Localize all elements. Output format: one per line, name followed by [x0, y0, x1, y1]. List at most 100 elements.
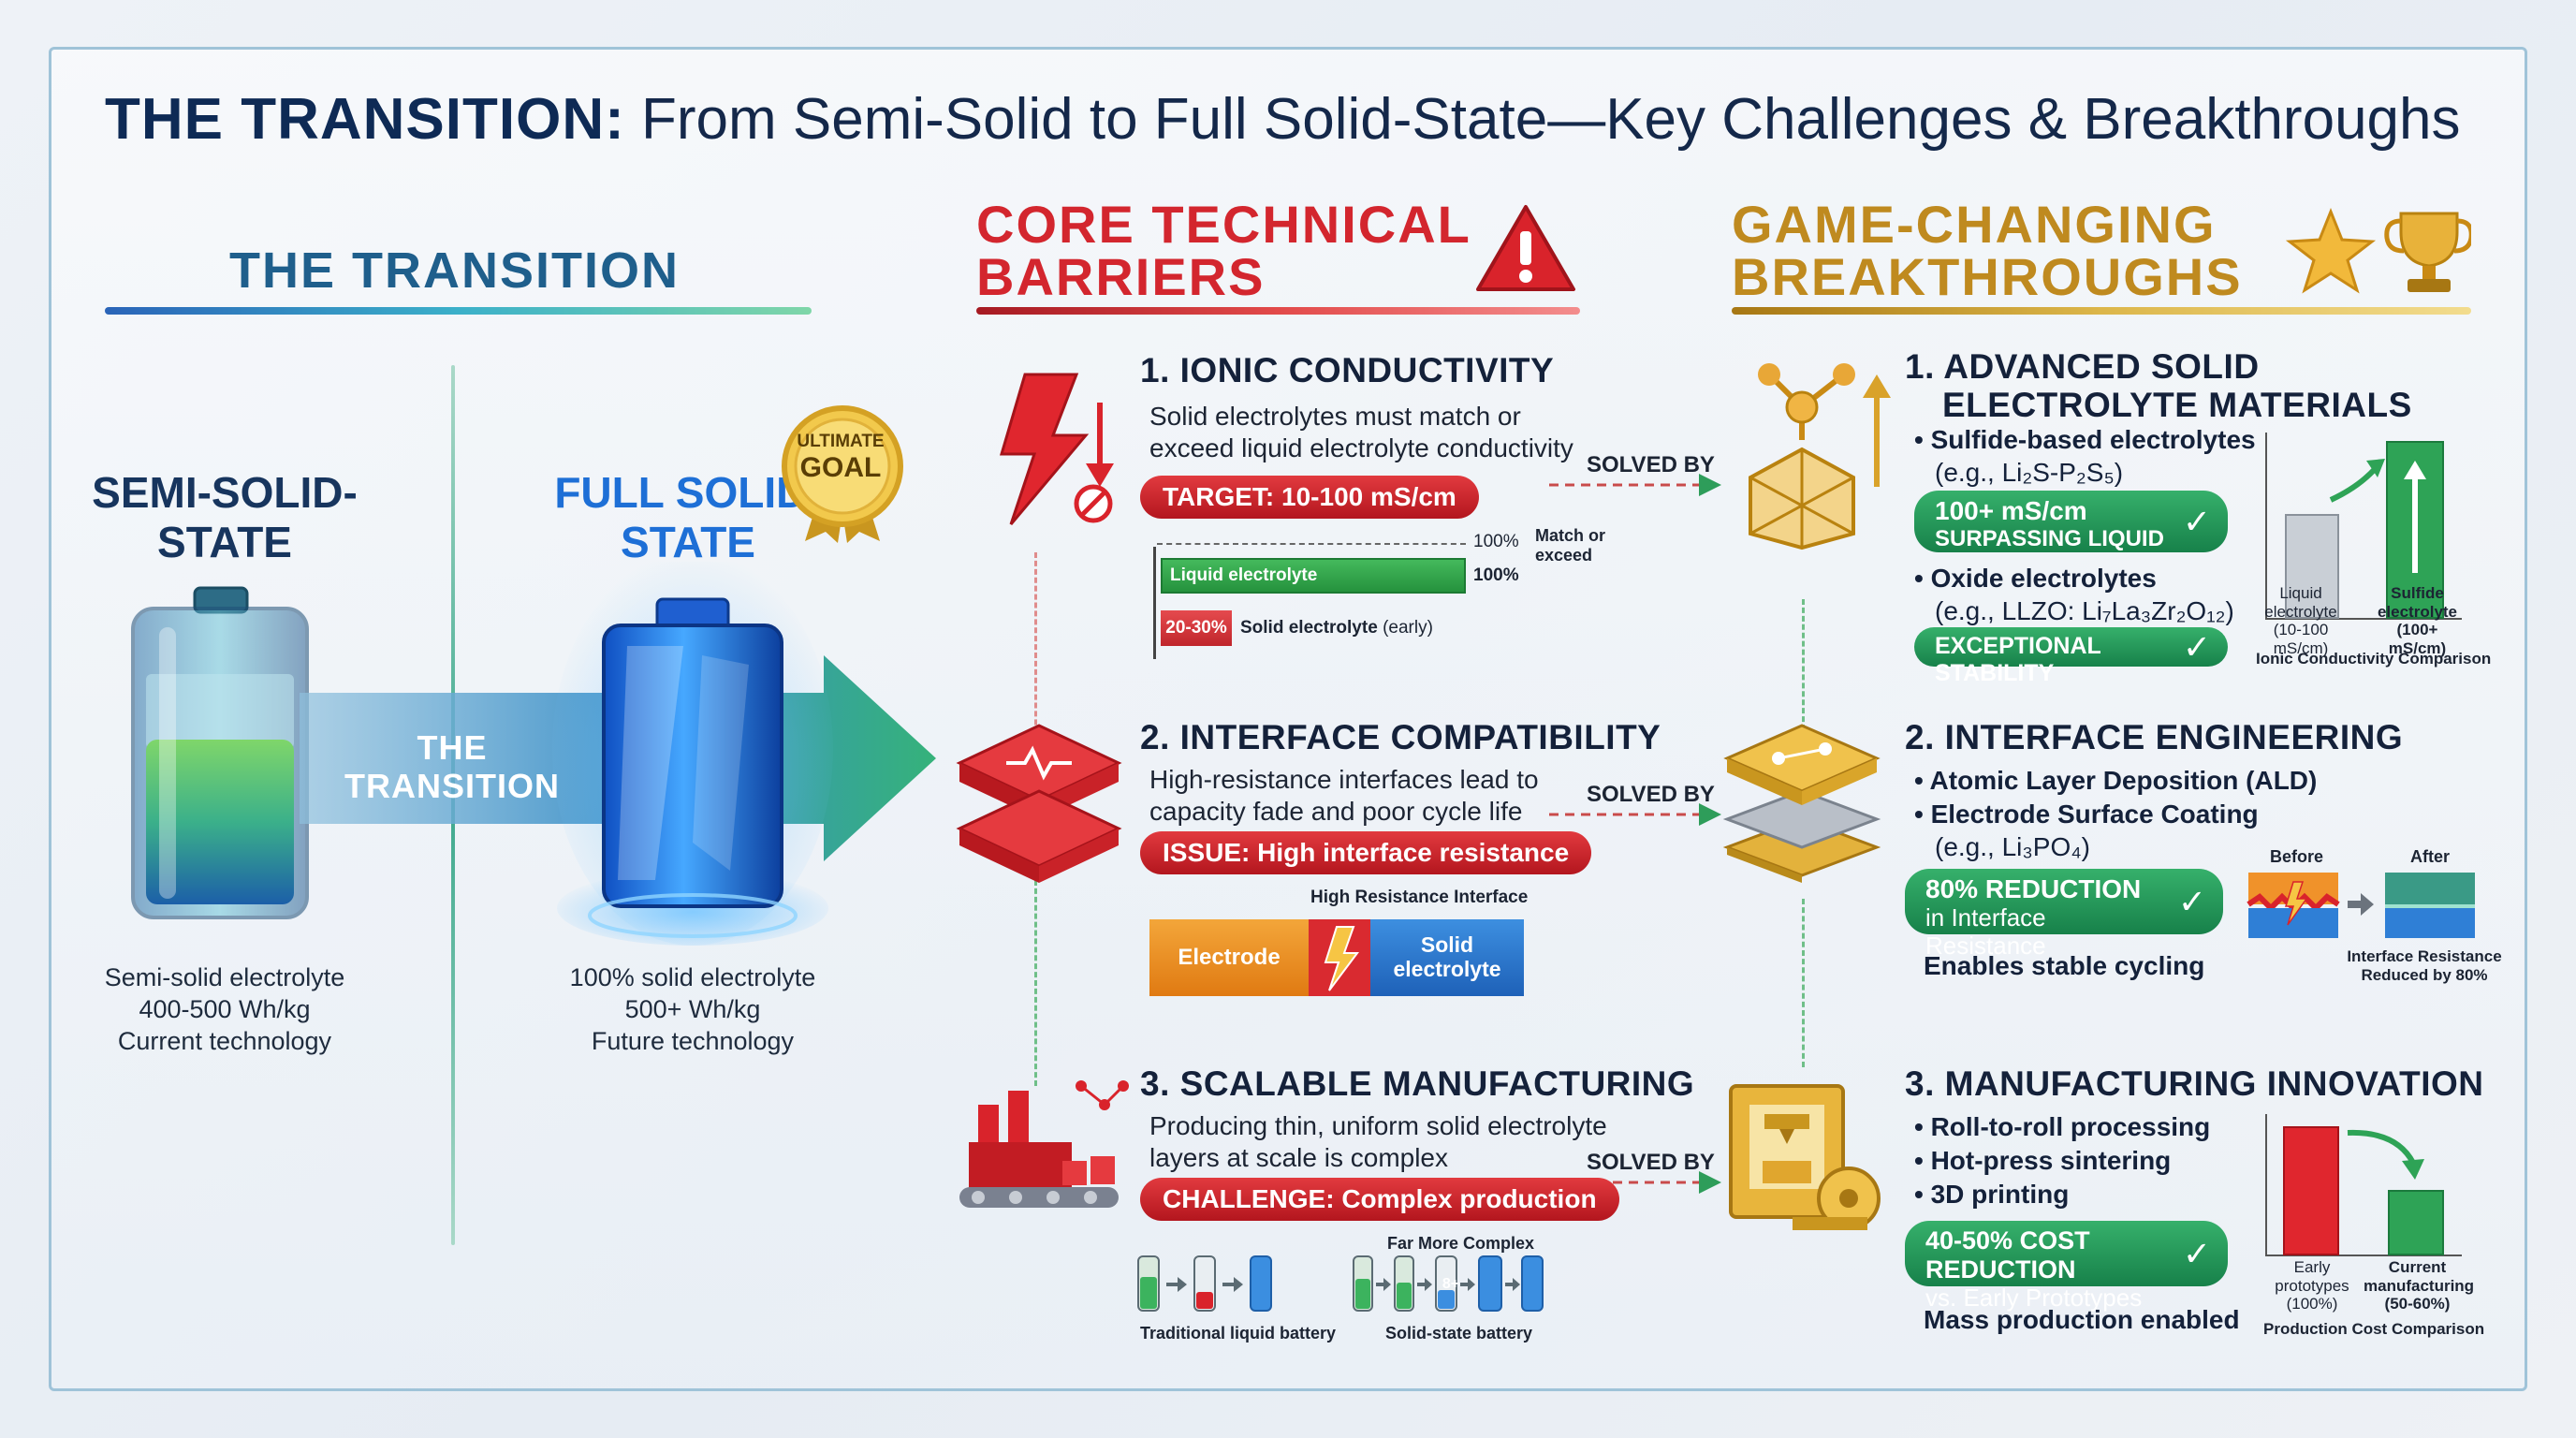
- interface-resistance-caption: Interface Resistance Reduced by 80%: [2340, 947, 2509, 984]
- barrier-connector: [1034, 552, 1037, 758]
- bullet-main: • Sulfide-based electrolytes: [1914, 425, 2256, 454]
- 3d-printer-icon: [1729, 1084, 1881, 1230]
- barriers-header: CORE TECHNICAL BARRIERS: [976, 198, 1538, 303]
- pill-line: SURPASSING LIQUID: [1935, 526, 2164, 552]
- breakthrough-3-cost-pill: 40-50% COST REDUCTION vs. Early Prototyp…: [1905, 1221, 2228, 1312]
- after-label: After: [2410, 847, 2451, 866]
- title-rest: From Semi-Solid to Full Solid-State—Key …: [640, 87, 2461, 152]
- breakthroughs-header-line2: BREAKTHROUGHS: [1732, 247, 2243, 306]
- liquid-battery-steps: [1137, 1255, 1272, 1312]
- barrier-connector: [1034, 880, 1037, 1086]
- cost-chart-caption: Production Cost Comparison: [2263, 1320, 2485, 1338]
- barrier-2-issue-pill: ISSUE: High interface resistance: [1140, 831, 1592, 874]
- far-more-complex-label: Far More Complex: [1387, 1234, 1535, 1253]
- liquid-electrolyte-bar: [2285, 514, 2339, 619]
- ultimate-goal-badge: ULTIMATE GOAL: [784, 432, 897, 483]
- breakthrough-2-bullet: • Electrode Surface Coating (e.g., Li₃PO…: [1914, 798, 2259, 863]
- dashed-pct: 100%: [1473, 532, 1519, 551]
- interface-coating-icon: [1722, 724, 1881, 883]
- star-trophy-icon: [2285, 207, 2471, 294]
- breakthrough-2-title: 2. INTERFACE ENGINEERING: [1905, 718, 2404, 756]
- breakthrough-1-title-line: 1. ADVANCED SOLID: [1905, 347, 2260, 386]
- barriers-header-line2: BARRIERS: [976, 247, 1266, 306]
- current-bar-label: Current manufacturing (50-60%): [2364, 1258, 2475, 1313]
- breakthroughs-header-line1: GAME-CHANGING: [1732, 195, 2217, 254]
- production-cost-chart-svg: [2283, 1126, 2444, 1255]
- warning-icon: [1476, 205, 1575, 291]
- breakthrough-2-note: Enables stable cycling: [1924, 951, 2205, 980]
- barrier-2-desc: High-resistance interfaces lead to capac…: [1149, 764, 1539, 827]
- breakthrough-3-note: Mass production enabled: [1924, 1305, 2240, 1334]
- increase-arrow-icon: [2329, 465, 2378, 503]
- solid-battery-steps: [1353, 1255, 1544, 1312]
- bullet-sub: (e.g., Li₂S-P₂S₅): [1935, 458, 2124, 487]
- solid-electrolyte-block: Solid electrolyte: [1370, 919, 1524, 996]
- label-line: manufacturing: [2364, 1276, 2475, 1295]
- page-title: THE TRANSITION: From Semi-Solid to Full …: [105, 86, 2501, 153]
- crystal-structure-icon: [1749, 363, 1891, 550]
- breakthrough-3-bullet: • Hot-press sintering: [1914, 1146, 2172, 1175]
- caption-line: Reduced by 80%: [2361, 965, 2488, 984]
- electrode-block: Electrode: [1149, 919, 1309, 996]
- pill-line: 40-50% COST REDUCTION: [1925, 1226, 2090, 1284]
- after-top-layer: [2385, 873, 2475, 904]
- breakthrough-1-bullet: • Oxide electrolytes (e.g., LLZO: Li₇La₃…: [1914, 562, 2234, 627]
- solid-label-text: Solid electrolyte: [1240, 618, 1378, 638]
- full-solid-battery-icon: [552, 562, 833, 946]
- match-target-line: [1157, 543, 1466, 545]
- before-label: Before: [2270, 847, 2324, 866]
- early-prototypes-bar: [2283, 1126, 2339, 1255]
- barrier-3-desc-line: Producing thin, uniform solid electrolyt…: [1149, 1111, 1607, 1140]
- breakthrough-1-title: 1. ADVANCED SOLID ELECTROLYTE MATERIALS: [1905, 347, 2412, 424]
- bullet-sub: (e.g., Li₃PO₄): [1935, 832, 2090, 861]
- note-line: exceed: [1535, 545, 1593, 565]
- check-icon: ✓: [2182, 502, 2211, 541]
- label-line: Early: [2293, 1258, 2331, 1276]
- check-icon: ✓: [2182, 1234, 2211, 1273]
- pill-line: vs. Early Prototypes: [1925, 1284, 2143, 1313]
- barriers-header-line1: CORE TECHNICAL: [976, 195, 1471, 254]
- solved-by-label-1: SOLVED BY: [1587, 452, 1715, 477]
- badge-line2: GOAL: [799, 451, 882, 483]
- solid-battery-label: Solid-state battery: [1385, 1324, 1533, 1343]
- label-line: Current: [2388, 1258, 2447, 1276]
- sulfide-bar-label: Sulfide electrolyte (100+ mS/cm): [2368, 584, 2466, 657]
- barrier-3-title: 3. SCALABLE MANUFACTURING: [1140, 1064, 1695, 1103]
- solved-by-arrow-icon: [1549, 474, 1721, 496]
- barrier-3-desc: Producing thin, uniform solid electrolyt…: [1149, 1110, 1607, 1173]
- match-or-exceed-note: Match or exceed: [1535, 526, 1605, 565]
- transition-arrow-label: THE TRANSITION: [344, 728, 560, 806]
- breakthrough-1-conductivity-pill: 100+ mS/cm SURPASSING LIQUID ✓: [1914, 491, 2228, 552]
- semi-caption-line: Semi-solid electrolyte: [104, 963, 345, 991]
- label-line: prototypes: [2275, 1276, 2349, 1295]
- breakthroughs-header: GAME-CHANGING BREAKTHROUGHS: [1732, 198, 2387, 303]
- liquid-pct: 100%: [1473, 565, 1519, 585]
- label-line: Liquid: [2279, 584, 2322, 602]
- high-resistance-label: High Resistance Interface: [1310, 888, 1529, 907]
- barrier-1-target-pill: TARGET: 10-100 mS/cm: [1140, 476, 1479, 519]
- breakthrough-2-reduction-pill: 80% REDUCTION in Interface Resistance ✓: [1905, 869, 2223, 960]
- barriers-header-underline: [976, 307, 1580, 315]
- breakthrough-3-bullet: • Roll-to-roll processing: [1914, 1112, 2211, 1141]
- interface-layers-icon: [956, 724, 1122, 883]
- battery-process-icons: [1137, 1255, 1544, 1312]
- note-line: Match or: [1535, 526, 1606, 545]
- label-line: (100%): [2286, 1295, 2338, 1313]
- barrier-2-desc-line: capacity fade and poor cycle life: [1149, 796, 1523, 826]
- solved-by-label-3: SOLVED BY: [1587, 1150, 1715, 1175]
- liquid-battery-label: Traditional liquid battery: [1140, 1324, 1337, 1343]
- breakthrough-3-title: 3. MANUFACTURING INNOVATION: [1905, 1064, 2484, 1103]
- barrier-3-desc-line: layers at scale is complex: [1149, 1142, 1449, 1172]
- pill-line: 100+ mS/cm: [1935, 496, 2087, 525]
- breakthrough-1-bullet: • Sulfide-based electrolytes (e.g., Li₂S…: [1914, 423, 2256, 489]
- bullet-main: • Atomic Layer Deposition (ALD): [1914, 766, 2318, 795]
- ionic-conductivity-chart: [2265, 433, 2462, 620]
- full-caption-line: Future technology: [591, 1026, 795, 1055]
- solid-block-line: Solid: [1420, 932, 1474, 957]
- pill-line: in Interface Resistance: [1925, 903, 2046, 961]
- label-line: electrolyte: [2377, 602, 2458, 621]
- semi-caption-line: Current technology: [117, 1026, 332, 1055]
- transition-header-underline: [105, 307, 812, 315]
- semi-solid-caption: Semi-solid electrolyte 400-500 Wh/kg Cur…: [75, 962, 374, 1057]
- barrier-3-challenge-pill: CHALLENGE: Complex production: [1140, 1178, 1619, 1221]
